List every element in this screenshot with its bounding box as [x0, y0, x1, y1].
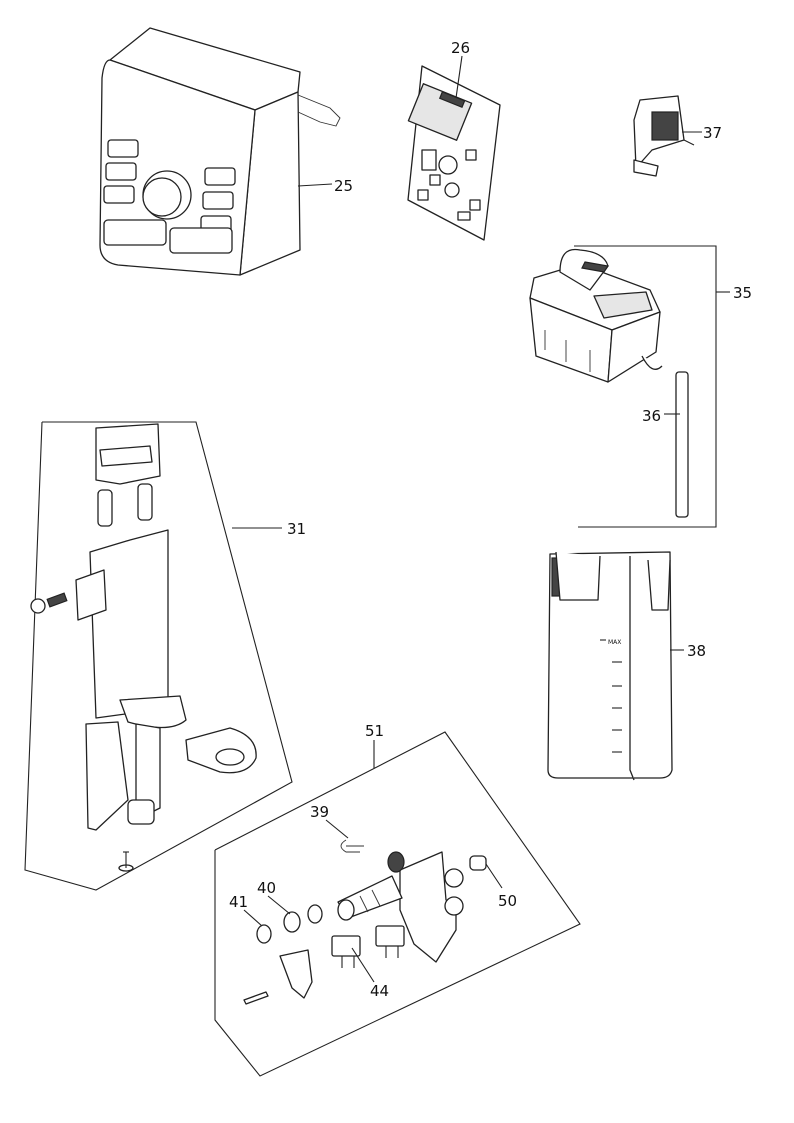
- callout-36: 36: [642, 407, 661, 425]
- callout-26: 26: [451, 39, 470, 57]
- part-51-valve-assembly: [214, 731, 581, 1077]
- callout-35: 35: [733, 284, 752, 302]
- callout-37: 37: [703, 124, 722, 142]
- callout-31: 31: [287, 520, 306, 538]
- part-25-control-panel: [99, 27, 341, 276]
- part-38-water-tank: MAX: [547, 551, 684, 781]
- callout-51: 51: [365, 722, 384, 740]
- callout-41: 41: [229, 893, 248, 911]
- tank-max-marking: MAX: [608, 639, 621, 646]
- callout-39: 39: [310, 803, 329, 821]
- callout-50: 50: [498, 892, 517, 910]
- part-37-cover: [633, 95, 702, 177]
- callout-38: 38: [687, 642, 706, 660]
- part-36-tube: [664, 371, 689, 518]
- callout-40: 40: [257, 879, 276, 897]
- callout-44: 44: [370, 982, 389, 1000]
- part-26-circuit-board: [407, 55, 501, 241]
- part-31-spout-assembly: [24, 421, 293, 891]
- callout-25: 25: [334, 177, 353, 195]
- part-35-reservoir-assembly: [529, 248, 663, 383]
